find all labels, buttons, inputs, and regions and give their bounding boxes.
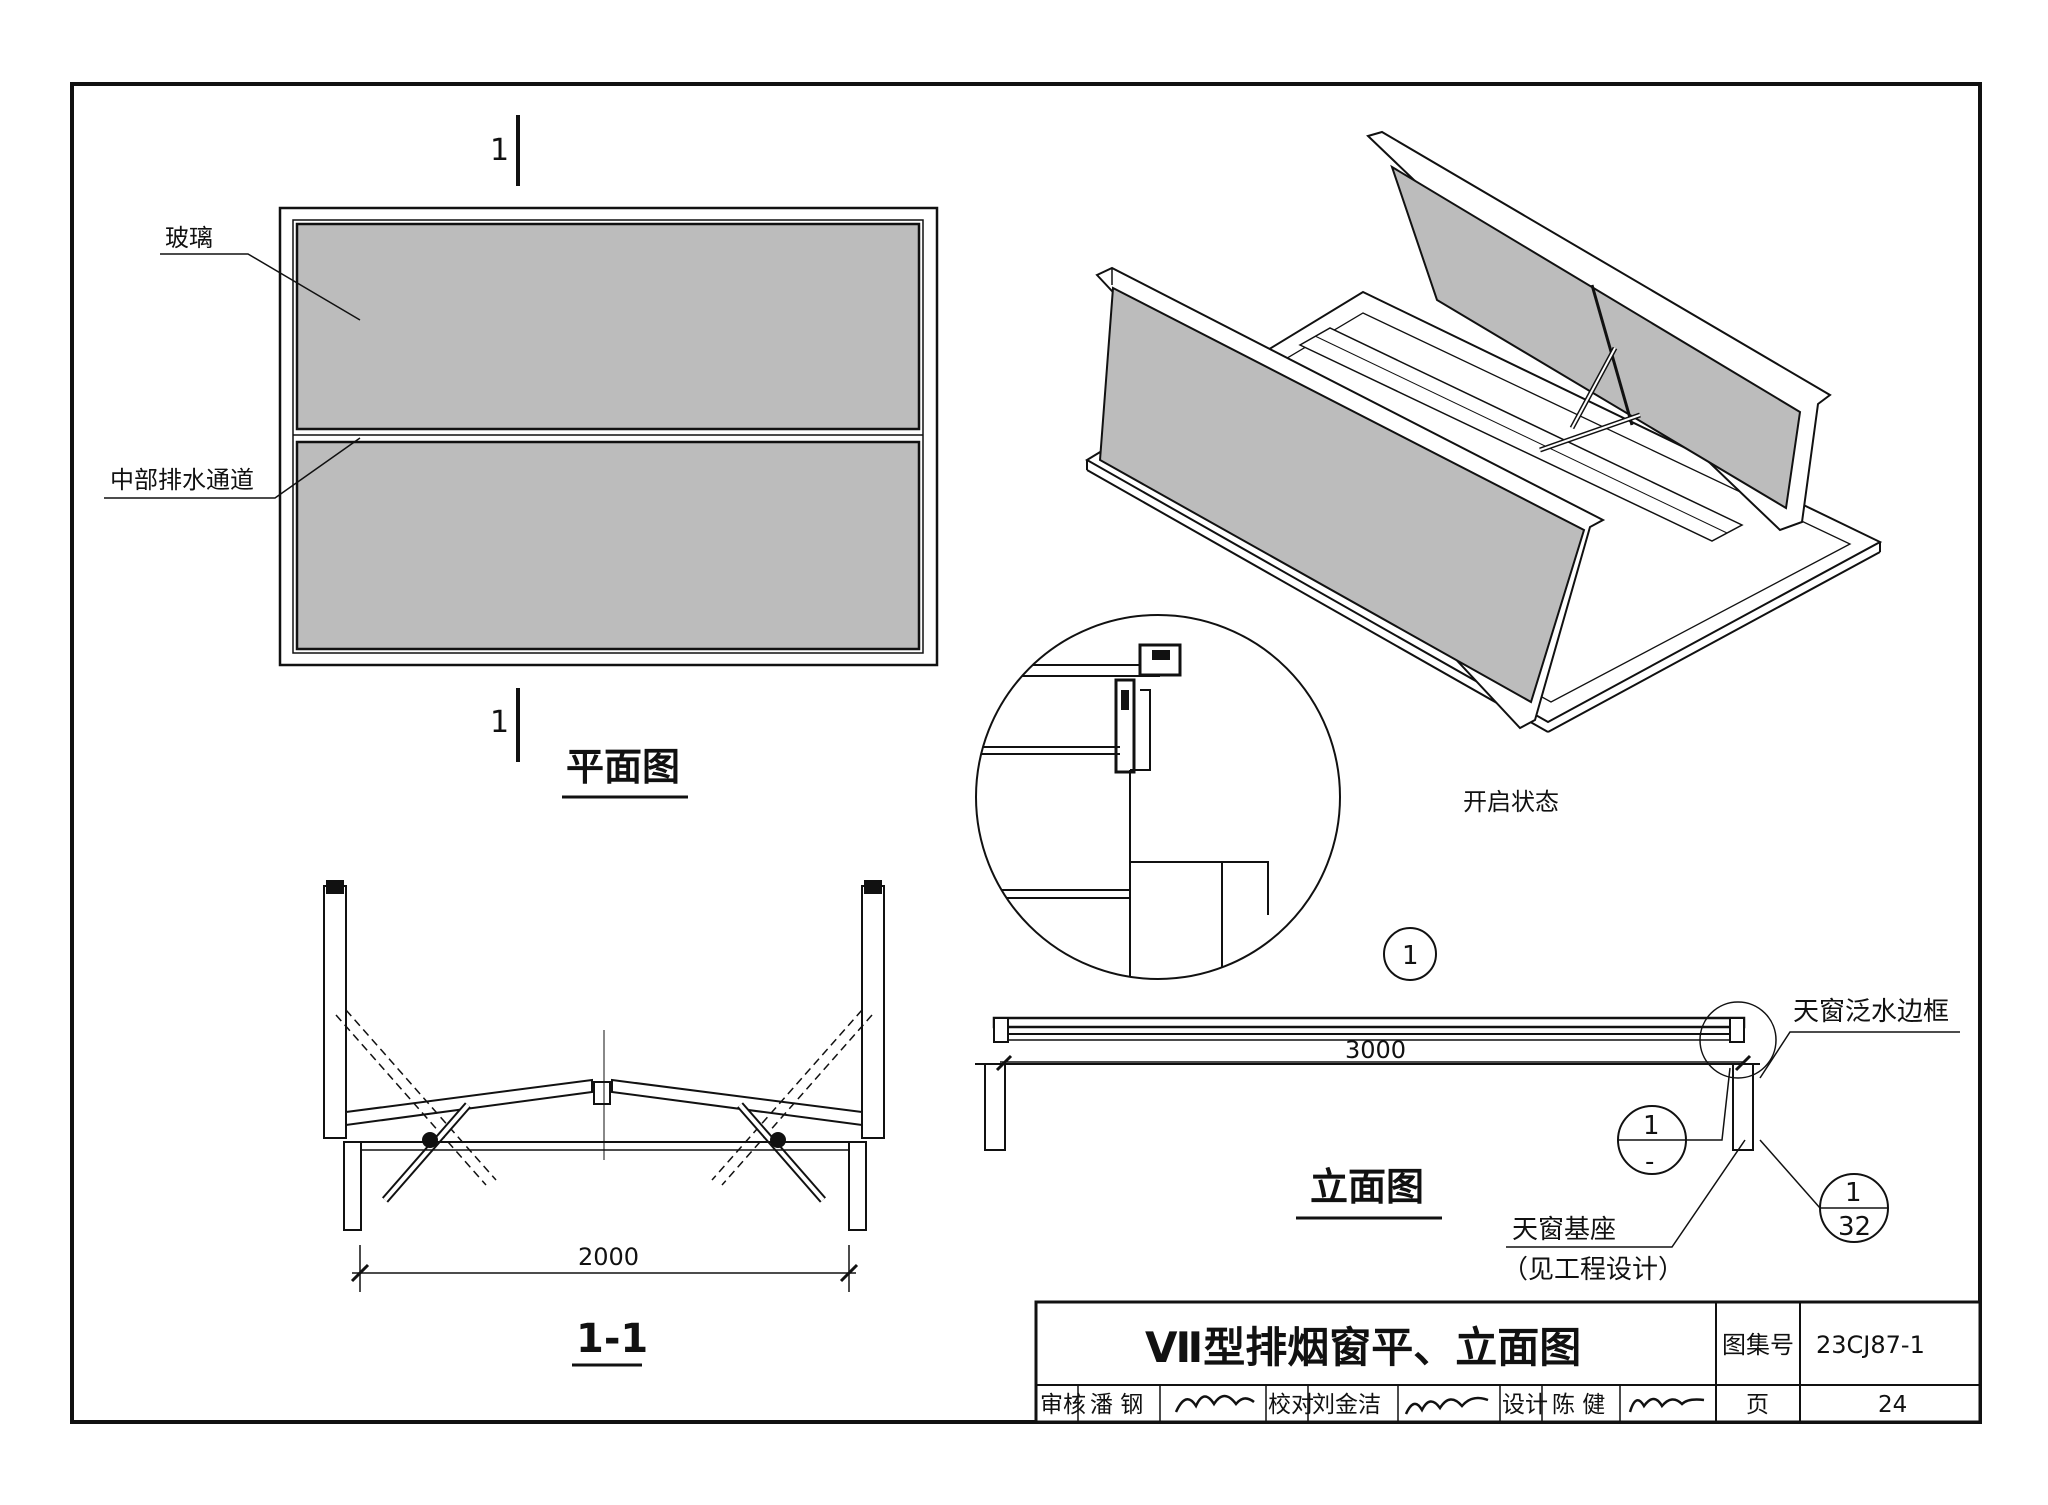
elevation-title: 立面图: [1310, 1165, 1424, 1209]
elevation-dim-tick-right: [1734, 1054, 1752, 1072]
elevation-end-right: [1729, 1017, 1745, 1043]
plan-title: 平面图: [566, 745, 680, 789]
section-title: 1-1: [576, 1316, 648, 1362]
section-left-open-dashed: [335, 1014, 487, 1186]
page-label: 页: [1746, 1392, 1769, 1418]
label-drain-channel: 中部排水通道: [110, 466, 254, 494]
elevation-detail-marker: [1699, 1001, 1777, 1079]
section-right-closed-sash: [611, 1078, 863, 1127]
designer-signature: [1628, 1397, 1705, 1413]
section-left-curb: [343, 1141, 362, 1231]
drawing-title: Ⅶ型排烟窗平、立面图: [1145, 1323, 1581, 1372]
label-glass: 玻璃: [165, 224, 213, 252]
check-label: 校对: [1268, 1392, 1314, 1418]
open-state-caption: 开启状态: [1463, 788, 1559, 816]
section-left-sash-cap: [326, 880, 344, 894]
glass-panel-upper: [295, 222, 921, 431]
detail-flashing: [1130, 689, 1151, 771]
ref-bubble-2-top: 1: [1845, 1178, 1862, 1208]
elevation-right-curb: [1732, 1063, 1754, 1151]
title-block: Ⅶ型排烟窗平、立面图 图集号 23CJ87-1 审核 潘 钢 校对 刘金洁 设计…: [1034, 1300, 1982, 1424]
atlas-no: 23CJ87-1: [1816, 1331, 1925, 1359]
reviewer-name: 潘 钢: [1090, 1392, 1143, 1418]
checker-signature: [1404, 1396, 1489, 1415]
section-mark-bottom: 1: [490, 705, 509, 740]
section-mark-top: 1: [490, 133, 509, 168]
section-right-curb: [848, 1141, 867, 1231]
section-left-pivot: [422, 1132, 438, 1148]
leader-ref-2: [1759, 1139, 1821, 1209]
elevation-dim-tick-left: [995, 1054, 1013, 1072]
left-sash-glass: [1098, 286, 1586, 704]
label-base-note: （见工程设计）: [1502, 1255, 1684, 1285]
page-number: 24: [1878, 1392, 1907, 1418]
elevation-view: 1 3000 天窗泛水边框 1 - 1 32 天窗基座: [975, 927, 1960, 1285]
base-lower-edge-right: [1547, 551, 1881, 733]
checker-name: 刘金洁: [1312, 1392, 1381, 1418]
section-left-actuator-inner: [383, 1103, 470, 1202]
detail-gasket: [1152, 650, 1170, 660]
leader-drain-channel: [104, 437, 361, 499]
section-right-open-dashed-2: [711, 1009, 863, 1181]
detail-callout-circle: [1383, 927, 1437, 981]
section-right-sash: [861, 885, 885, 1139]
detail-bubble: [975, 614, 1341, 980]
center-strut-inner: [1539, 414, 1641, 451]
plan-frame-inner: [292, 219, 924, 654]
leader-ref-1: [1686, 1067, 1731, 1141]
section-ridge-gutter: [593, 1081, 611, 1105]
atlas-no-label: 图集号: [1722, 1331, 1794, 1359]
reviewer-signature: [1174, 1394, 1255, 1413]
detail-callout: 1: [1402, 941, 1419, 971]
section-dim-tick-left: [350, 1263, 370, 1283]
elevation-dimension: 3000: [1345, 1036, 1406, 1064]
leader-base: [1506, 1139, 1746, 1248]
designer-name: 陈 健: [1552, 1392, 1605, 1418]
section-left-open-dashed-2: [345, 1009, 497, 1181]
elevation-end-left: [993, 1017, 1009, 1043]
review-label: 审核: [1040, 1392, 1086, 1418]
ref-bubble-1-top: 1: [1643, 1111, 1660, 1141]
design-label: 设计: [1502, 1392, 1548, 1418]
section-right-sash-cap: [864, 880, 882, 894]
base-lower-edge: [1086, 469, 1549, 733]
detail-mullion-inner: [1121, 690, 1129, 710]
ref-bubble-1-bottom: -: [1645, 1147, 1654, 1177]
section-right-actuator-inner: [738, 1103, 825, 1202]
section-left-closed-sash: [345, 1078, 593, 1127]
open-state-view: 开启状态: [1085, 130, 1883, 816]
section-view: 2000 1-1: [323, 880, 885, 1367]
label-base: 天窗基座: [1512, 1215, 1616, 1245]
right-strut-inner: [1571, 347, 1616, 429]
section-dimension: 2000: [578, 1243, 639, 1271]
section-right-open-dashed: [721, 1014, 873, 1186]
detail-circle: [975, 614, 1341, 980]
elevation-left-curb: [984, 1063, 1006, 1151]
leader-flashing-frame: [1759, 1031, 1960, 1079]
ridge-line-center: [1314, 335, 1728, 534]
leader-glass: [160, 253, 361, 321]
sheet-border: [70, 82, 1982, 1424]
glass-panel-lower: [295, 440, 921, 651]
section-dim-tick-right: [839, 1263, 859, 1283]
right-sash-glass: [1390, 164, 1802, 510]
ref-bubble-2-bottom: 32: [1838, 1212, 1871, 1242]
section-right-pivot: [770, 1132, 786, 1148]
label-flashing-frame: 天窗泛水边框: [1793, 997, 1949, 1027]
elevation-top-frame: [992, 1016, 1746, 1029]
plan-view: 1 玻璃 中部排水通道 1 平面图: [104, 115, 939, 799]
section-left-sash: [323, 885, 347, 1139]
detail-curb-top: [1130, 861, 1269, 915]
detail-mullion: [1114, 678, 1136, 774]
